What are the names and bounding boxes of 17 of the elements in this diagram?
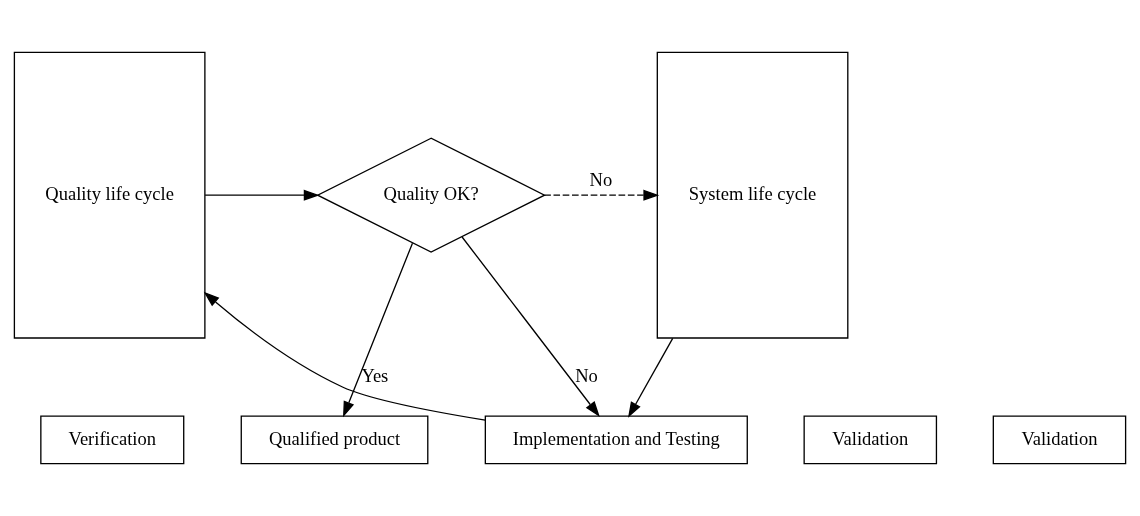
arrow [343,242,414,418]
node-box: Validation [803,415,938,465]
arrow [461,236,600,418]
arrow [204,189,320,201]
node-box: Validation [992,415,1127,465]
node-box: Quality life cycle [13,51,206,339]
edge-label: No [575,364,598,386]
node-box: System life cycle [656,51,849,339]
arrow [628,337,674,418]
node-box: Verification [40,415,185,465]
node-diamond: Quality OK? [316,137,546,253]
node-box: Implementation and Testing [484,415,748,465]
edge-label: No [589,169,613,191]
node-box: Qualified product [240,415,429,465]
edge-label: Yes [361,364,389,386]
arrow [543,189,660,201]
arrow [203,291,486,421]
